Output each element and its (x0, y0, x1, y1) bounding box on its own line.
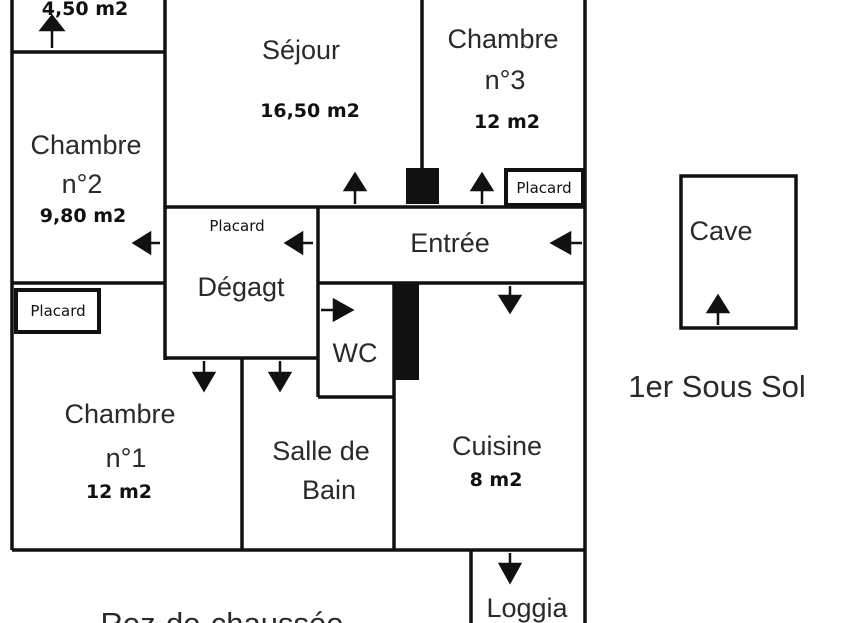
entree-name: Entrée (410, 228, 490, 258)
wc-name: WC (333, 338, 378, 368)
arrow-down-loggia (497, 553, 523, 585)
chambre3-name-line2: n°3 (485, 65, 526, 95)
bain-name-line1: Salle de (272, 436, 370, 466)
bain-name-line2: Bain (302, 475, 356, 505)
basement-level-title: 1er Sous Sol (628, 369, 806, 404)
door-arrows (38, 13, 731, 585)
sejour-name: Séjour (262, 35, 340, 65)
arrow-left-chambre2 (131, 230, 160, 256)
arrow-left-degagt (283, 230, 313, 256)
chambre1-name-line2: n°1 (106, 443, 147, 473)
sejour-area: 16,50 m2 (260, 100, 360, 122)
arrow-up-top-left (38, 13, 66, 48)
pillar-top (406, 168, 439, 204)
placard-degagt-label: Placard (209, 217, 264, 235)
chambre3-name-line1: Chambre (447, 24, 558, 54)
loggia-name: Loggia (486, 593, 568, 623)
chambre2-name-line1: Chambre (30, 130, 141, 160)
top-left-room-area: 4,50 m2 (42, 0, 129, 20)
arrow-right-wc (321, 297, 355, 323)
chambre3-area: 12 m2 (474, 111, 540, 133)
arrow-up-cave (705, 293, 731, 325)
cave-box (679, 174, 798, 330)
arrow-down-cuisine (497, 286, 523, 315)
pillar-wc (394, 284, 419, 380)
placard-chambre2-label: Placard (30, 302, 85, 320)
arrow-up-chambre3 (469, 171, 495, 204)
placard-entree-label: Placard (516, 179, 571, 197)
arrow-left-entree (549, 230, 582, 256)
chambre2-area: 9,80 m2 (40, 205, 127, 227)
cuisine-area: 8 m2 (470, 469, 523, 491)
chambre1-name-line1: Chambre (64, 399, 175, 429)
arrow-down-chambre1 (191, 361, 217, 393)
chambre2-name-line2: n°2 (62, 169, 103, 199)
placard-entree-box (504, 168, 585, 207)
ground-level-title: Rez-de-chaussée (101, 606, 344, 623)
cave-name: Cave (689, 216, 752, 246)
cuisine-name: Cuisine (452, 431, 542, 461)
arrow-up-sejour (342, 171, 368, 204)
chambre1-area: 12 m2 (86, 481, 152, 503)
placard-chambre2-box (14, 288, 101, 334)
arrow-down-bain (267, 361, 293, 393)
degagt-name: Dégagt (197, 272, 285, 302)
